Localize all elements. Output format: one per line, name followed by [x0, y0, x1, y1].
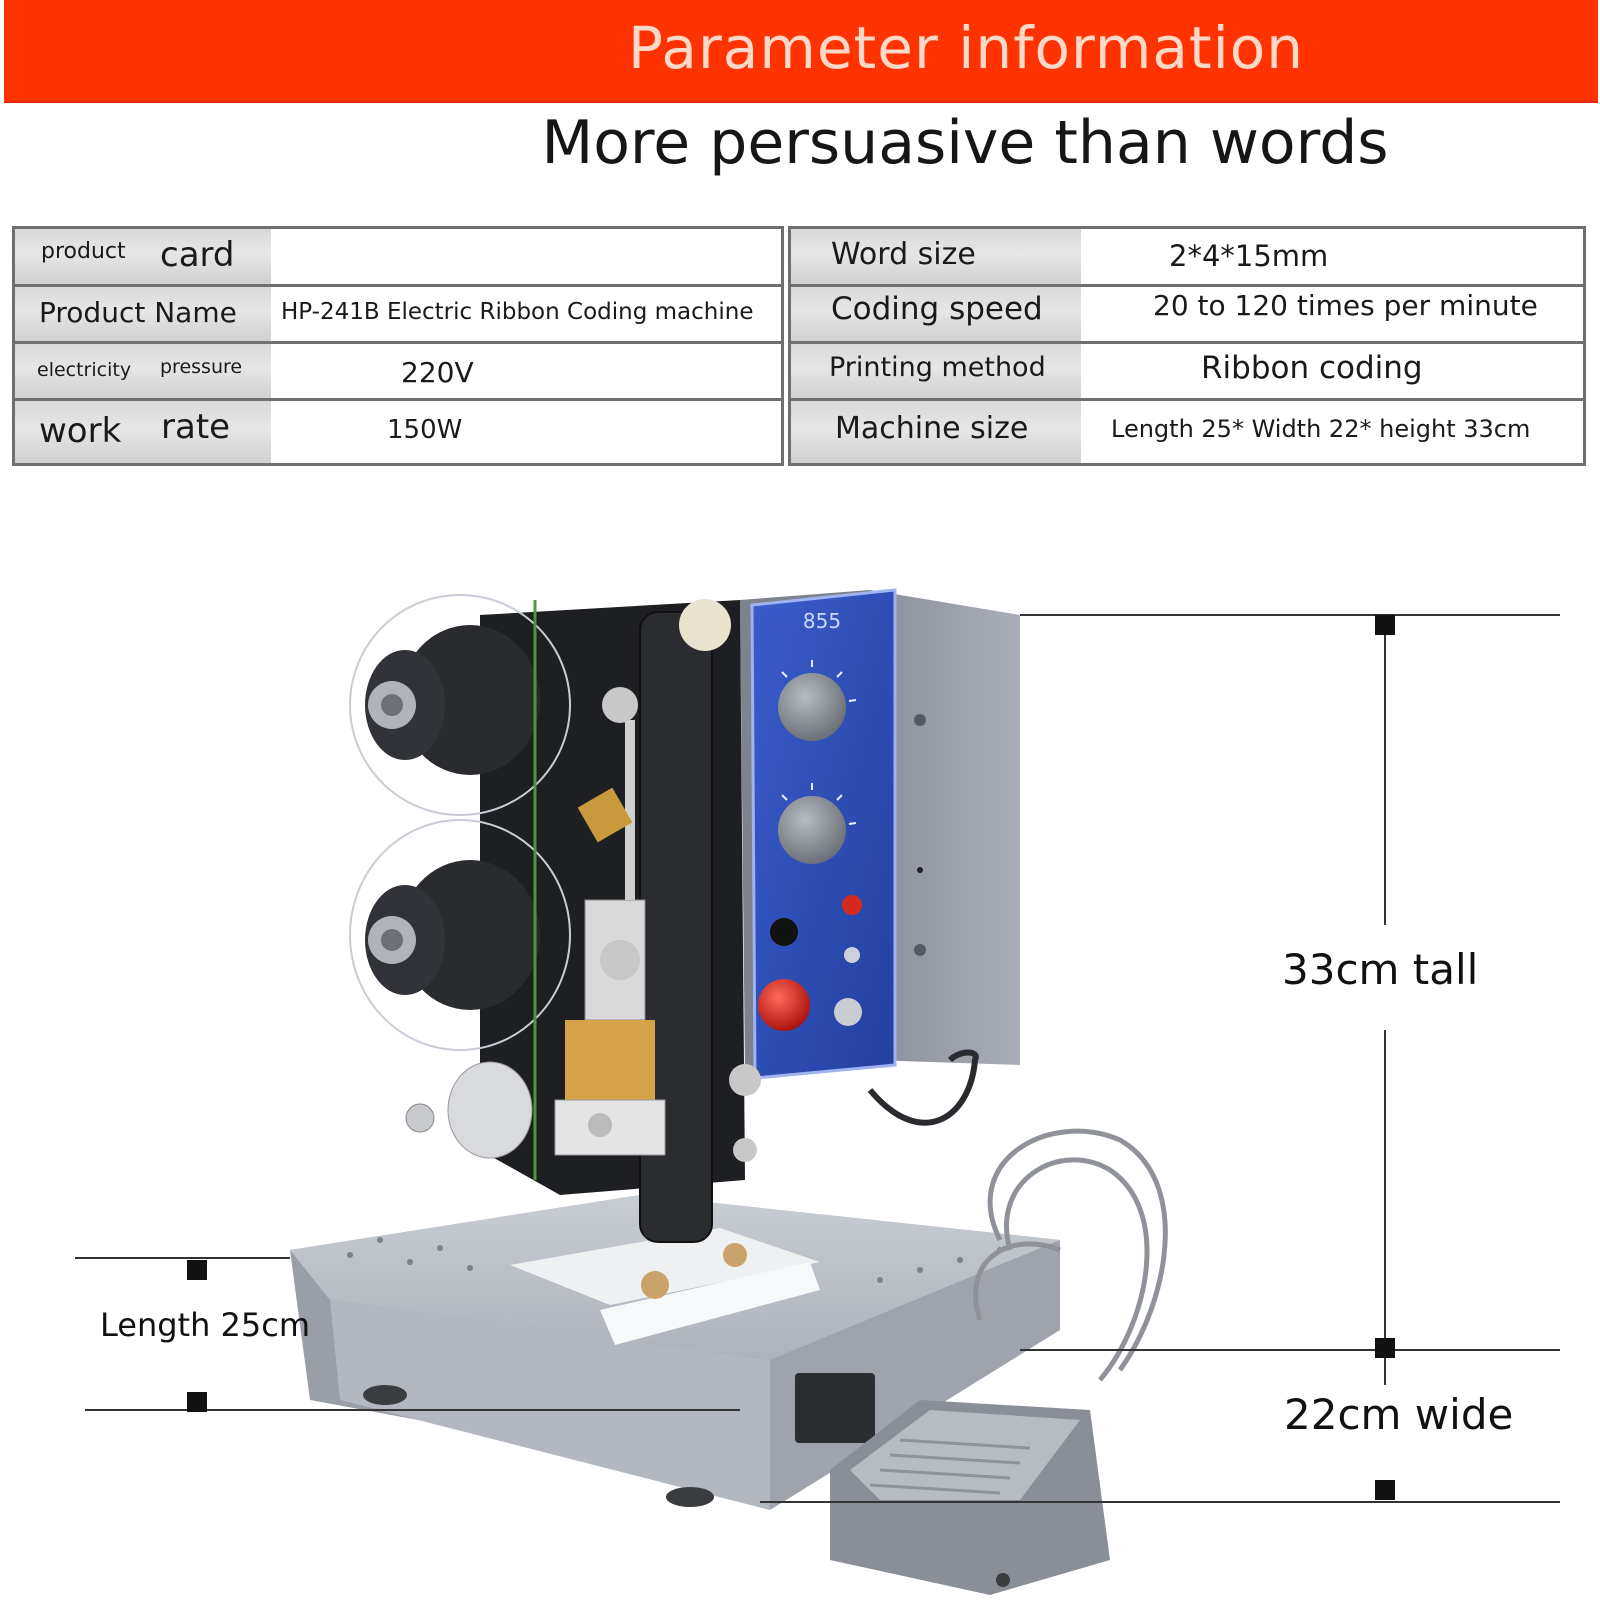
spec-label-rate: rate: [161, 407, 231, 447]
spec-label-word-size: Word size: [831, 237, 976, 272]
spec-label-cell: [791, 229, 1081, 284]
control-panel: 855: [750, 588, 897, 1080]
spec-value-coding-speed: 20 to 120 times per minute: [1153, 289, 1538, 322]
tension-roller: [405, 1061, 533, 1159]
spec-label-electricity: electricity: [37, 359, 132, 381]
machine-illustration: 855: [75, 588, 1560, 1595]
spec-label-pressure: pressure: [160, 356, 243, 378]
page-subtitle: More persuasive than words: [541, 108, 1389, 178]
fuse-holder: [770, 918, 798, 946]
spec-value-product-name: HP-241B Electric Ribbon Coding machine: [281, 299, 754, 325]
power-cable: [867, 1049, 979, 1126]
foot-pedal: [830, 1400, 1110, 1595]
spec-label-coding-speed: Coding speed: [831, 291, 1043, 327]
power-button: [758, 979, 810, 1031]
pedal-grip-lines: [869, 1438, 1031, 1495]
print-mechanism: [480, 599, 761, 1243]
spec-row-printing-method: Printing method Ribbon coding: [791, 344, 1583, 401]
spec-label-cell: [791, 344, 1081, 398]
spec-row-coding-speed: Coding speed 20 to 120 times per minute: [791, 287, 1583, 344]
pedal-cable: [973, 1128, 1168, 1382]
machine-base: [290, 1195, 1060, 1510]
panel-model-label: 855: [803, 609, 841, 633]
spec-label-cell: [15, 344, 271, 398]
banner-title: Parameter information: [628, 14, 1304, 82]
spec-label-printing-method: Printing method: [829, 352, 1046, 383]
spec-value-word-size: 2*4*15mm: [1169, 239, 1329, 273]
spec-value-machine-size: Length 25* Width 22* height 33cm: [1111, 415, 1531, 443]
spec-label-product-name: Product Name: [39, 296, 237, 329]
spec-label-cell: [791, 401, 1081, 463]
indicator-light: [842, 895, 862, 915]
spec-label-cell: [15, 229, 271, 284]
spec-table-right: Word size 2*4*15mm Coding speed 20 to 12…: [788, 226, 1586, 466]
spec-label-product: product: [41, 239, 126, 264]
header-banner: Parameter information: [4, 0, 1598, 103]
spec-row-power: work rate 150W: [15, 401, 781, 463]
spec-row-word-size: Word size 2*4*15mm: [791, 229, 1583, 287]
speed-knob: [778, 796, 846, 864]
spec-row-product-name: Product Name HP-241B Electric Ribbon Cod…: [15, 287, 781, 344]
spec-row-product-card: product card: [15, 229, 781, 287]
length-dimension-label: Length 25cm: [100, 1306, 311, 1344]
spec-table: product card Product Name HP-241B Electr…: [12, 226, 1587, 468]
base-switch-plate: [795, 1373, 875, 1443]
spec-label-cell: [791, 287, 1081, 341]
ribbon-reel-bottom: [349, 819, 571, 1051]
dimension-markers: [187, 615, 1395, 1500]
power-switch: [834, 998, 862, 1026]
spec-row-voltage: electricity pressure 220V: [15, 344, 781, 401]
heating-head: [565, 1020, 655, 1110]
spec-label-machine-size: Machine size: [835, 411, 1029, 446]
spec-label-card: card: [160, 235, 235, 275]
dimension-lines: [75, 614, 1560, 1503]
spec-row-machine-size: Machine size Length 25* Width 22* height…: [791, 401, 1583, 463]
ribbon-reel-top: [349, 594, 571, 816]
spec-table-left: product card Product Name HP-241B Electr…: [12, 226, 784, 466]
width-dimension-label: 22cm wide: [1284, 1390, 1514, 1439]
knob-scale-marks: [781, 660, 857, 825]
spec-value-power: 150W: [387, 415, 463, 445]
spec-label-cell: [15, 401, 271, 463]
spec-value-voltage: 220V: [401, 356, 474, 389]
height-dimension-label: 33cm tall: [1282, 945, 1479, 994]
spec-value-printing-method: Ribbon coding: [1201, 350, 1423, 386]
small-toggle: [844, 947, 860, 963]
spec-label-work: work: [39, 411, 122, 451]
temperature-knob: [778, 673, 846, 741]
spec-label-cell: [15, 287, 271, 341]
